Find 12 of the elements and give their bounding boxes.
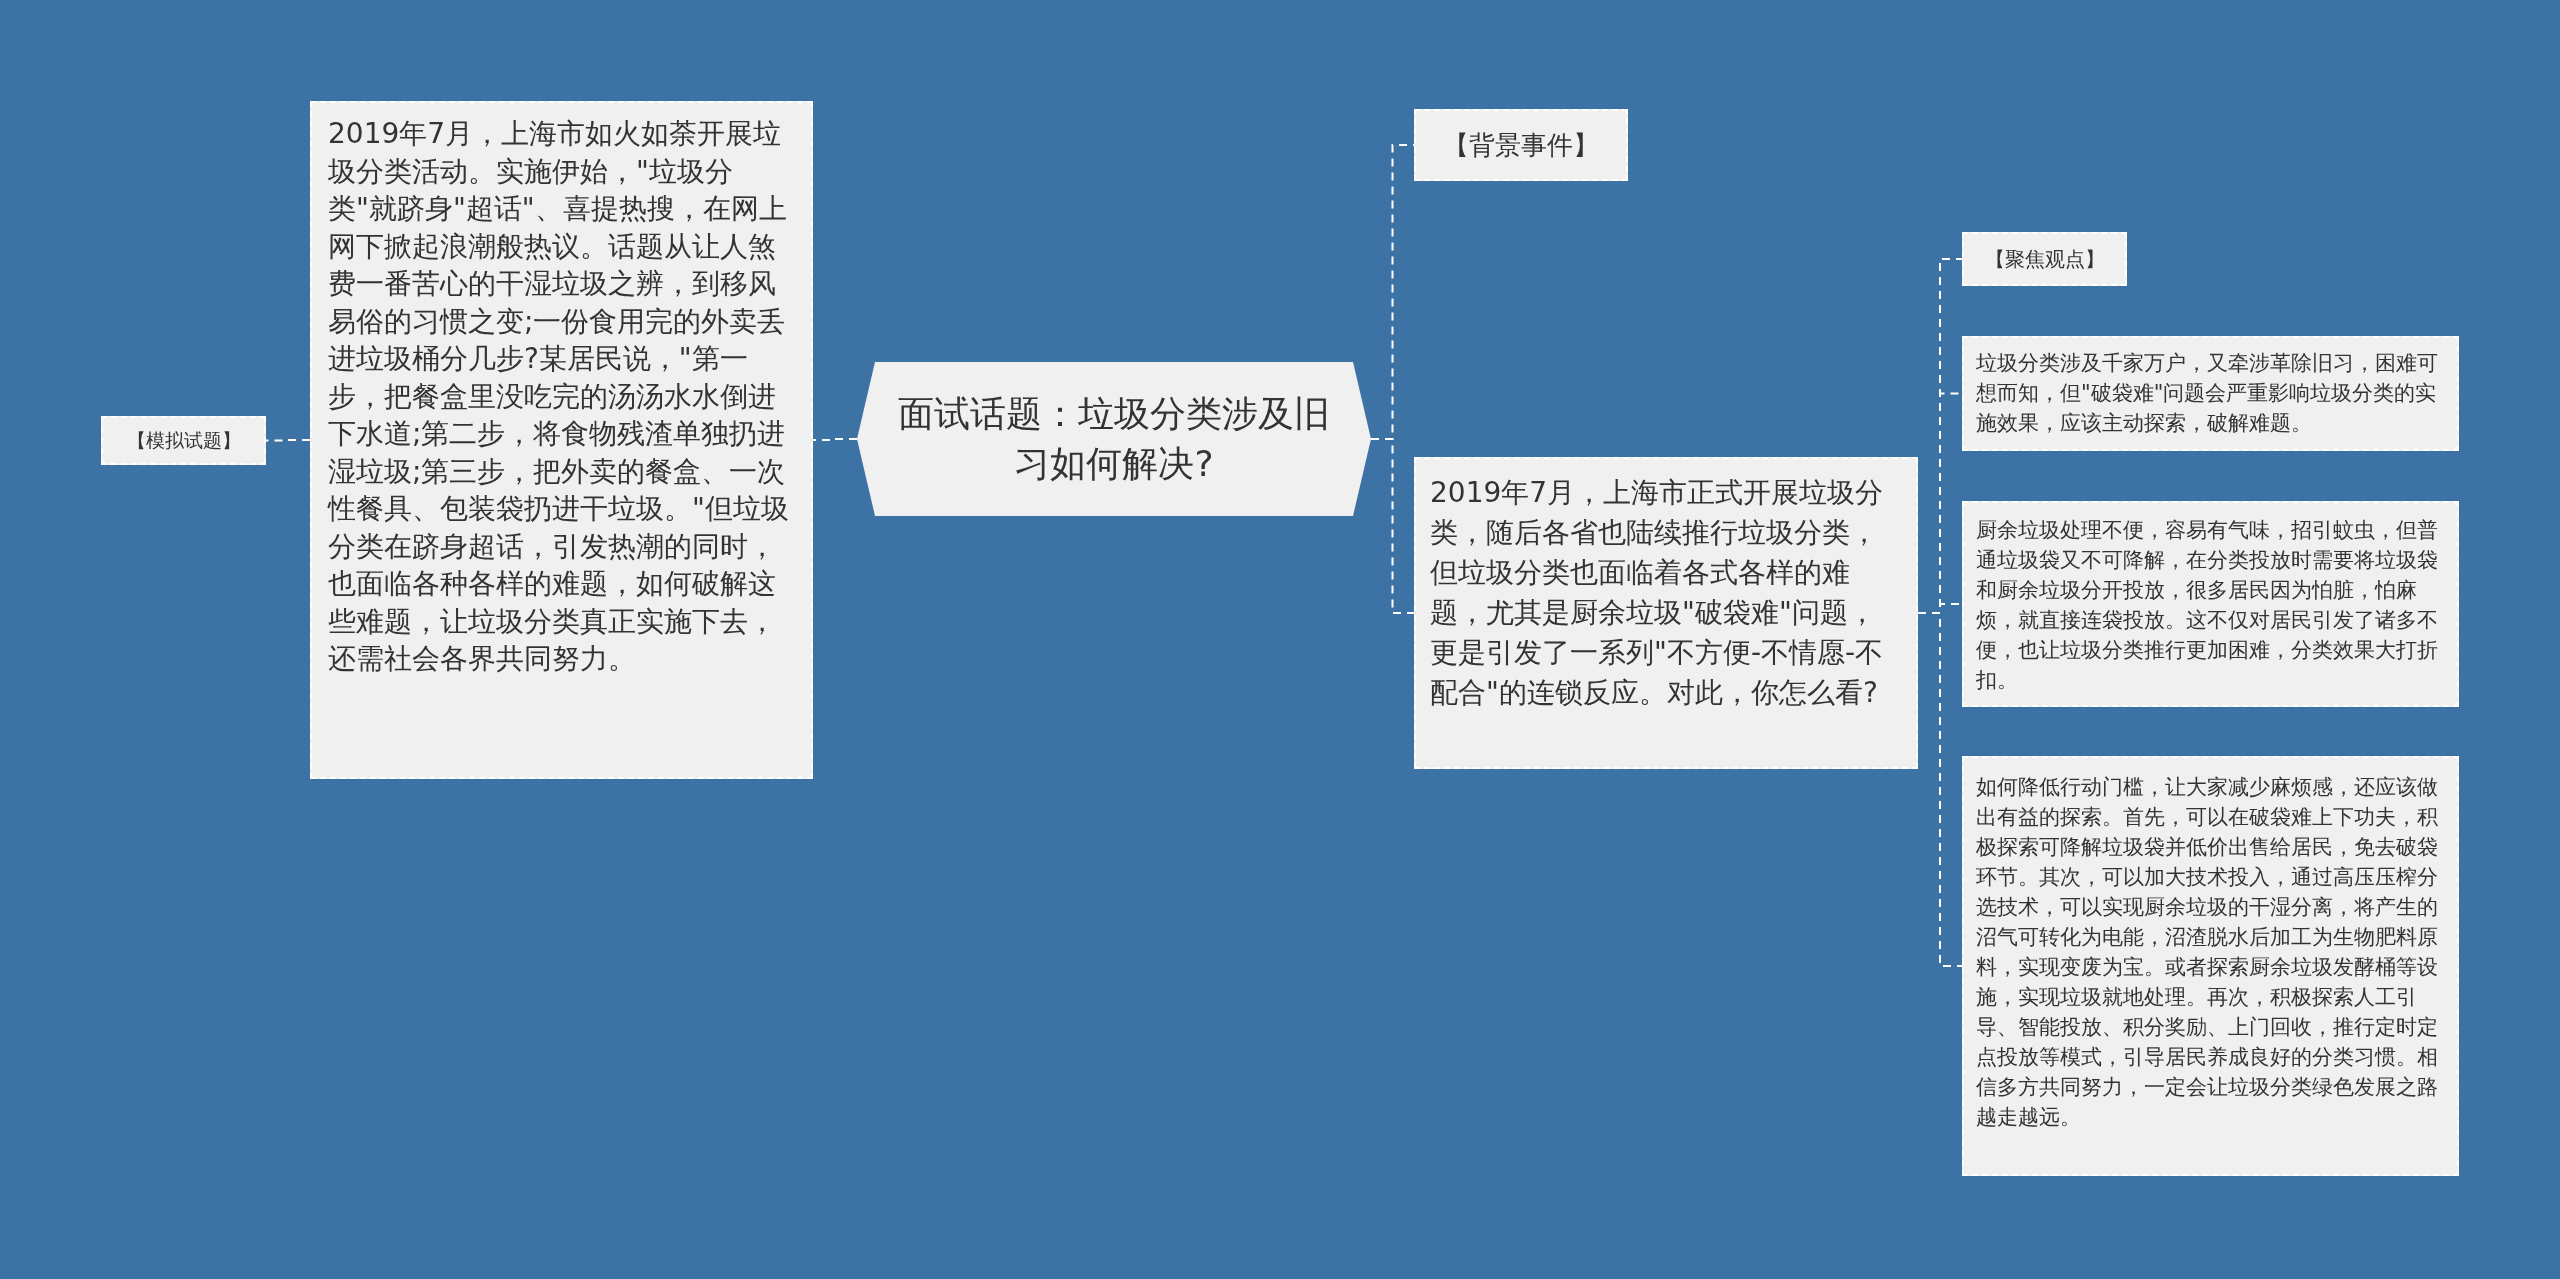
topic-label-box: 【背景事件】 — [1414, 109, 1628, 181]
connector-line — [265, 439, 311, 442]
topic-label-box: 【聚焦观点】 — [1962, 232, 2127, 286]
connector-line — [1370, 438, 1415, 614]
text-card: 2019年7月，上海市如火如荼开展垃圾分类活动。实施伊始，"垃圾分类"就跻身"超话"、喜提热搜，在网上网下掀起浪潮般热议。话题从让人煞费一番苦心的干湿垃圾之辨，到移风易俗的习惯之变;一份食用完的外卖丢进垃圾桶分几步?某居民说，"第一步，把餐盒里没吃完的汤汤水水倒进下水道;第二步，将食物残渣单独扔进湿垃圾;第三步，把外卖的餐盒、一次性餐具、包装袋扔进干垃圾。"但垃圾分类在跻身超话，引发热潮的同时，也面临各种各样的难题，如何破解这些难题，让垃圾分类真正实施下去，还需社会各界共同努力。 — [310, 101, 813, 779]
text-card: 2019年7月，上海市正式开展垃圾分类，随后各省也陆续推行垃圾分类，但垃圾分类也面临着各式各样的难题，尤其是厨余垃圾"破袋难"问题，更是引发了一系列"不方便-不情愿-不配合"的连锁反应。对此，你怎么看? — [1414, 457, 1918, 769]
text-card: 厨余垃圾处理不便，容易有气味，招引蚊虫，但普通垃圾袋又不可降解，在分类投放时需要将垃圾袋和厨余垃圾分开投放，很多居民因为怕脏，怕麻烦，就直接连袋投放。这不仅对居民引发了诸多不便，也让垃圾分类推行更加困难，分类效果大打折扣。 — [1962, 501, 2459, 707]
text-card: 垃圾分类涉及千家万户，又牵涉革除旧习，困难可想而知，但"破袋难"问题会严重影响垃圾分类的实施效果，应该主动探索，破解难题。 — [1962, 336, 2459, 451]
text-card: 如何降低行动门槛，让大家减少麻烦感，还应该做出有益的探索。首先，可以在破袋难上下功夫，积极探索可降解垃圾袋并低价出售给居民，免去破袋环节。其次，可以加大技术投入，通过高压压榨分选技术，可以实现厨余垃圾的干湿分离，将产生的沼气可转化为电能，沼渣脱水后加工为生物肥料原料，实现变废为宝。或者探索厨余垃圾发酵桶等设施，实现垃圾就地处理。再次，积极探索人工引导、智能投放、积分奖励、上门回收，推行定时定点投放等模式，引导居民养成良好的分类习惯。相信多方共同努力，一定会让垃圾分类绿色发展之路越走越远。 — [1962, 756, 2459, 1176]
topic-label-box: 【模拟试题】 — [101, 416, 266, 465]
central-topic-hexagon: 面试话题：垃圾分类涉及旧习如何解决? — [857, 362, 1371, 516]
connector-line — [812, 438, 858, 441]
